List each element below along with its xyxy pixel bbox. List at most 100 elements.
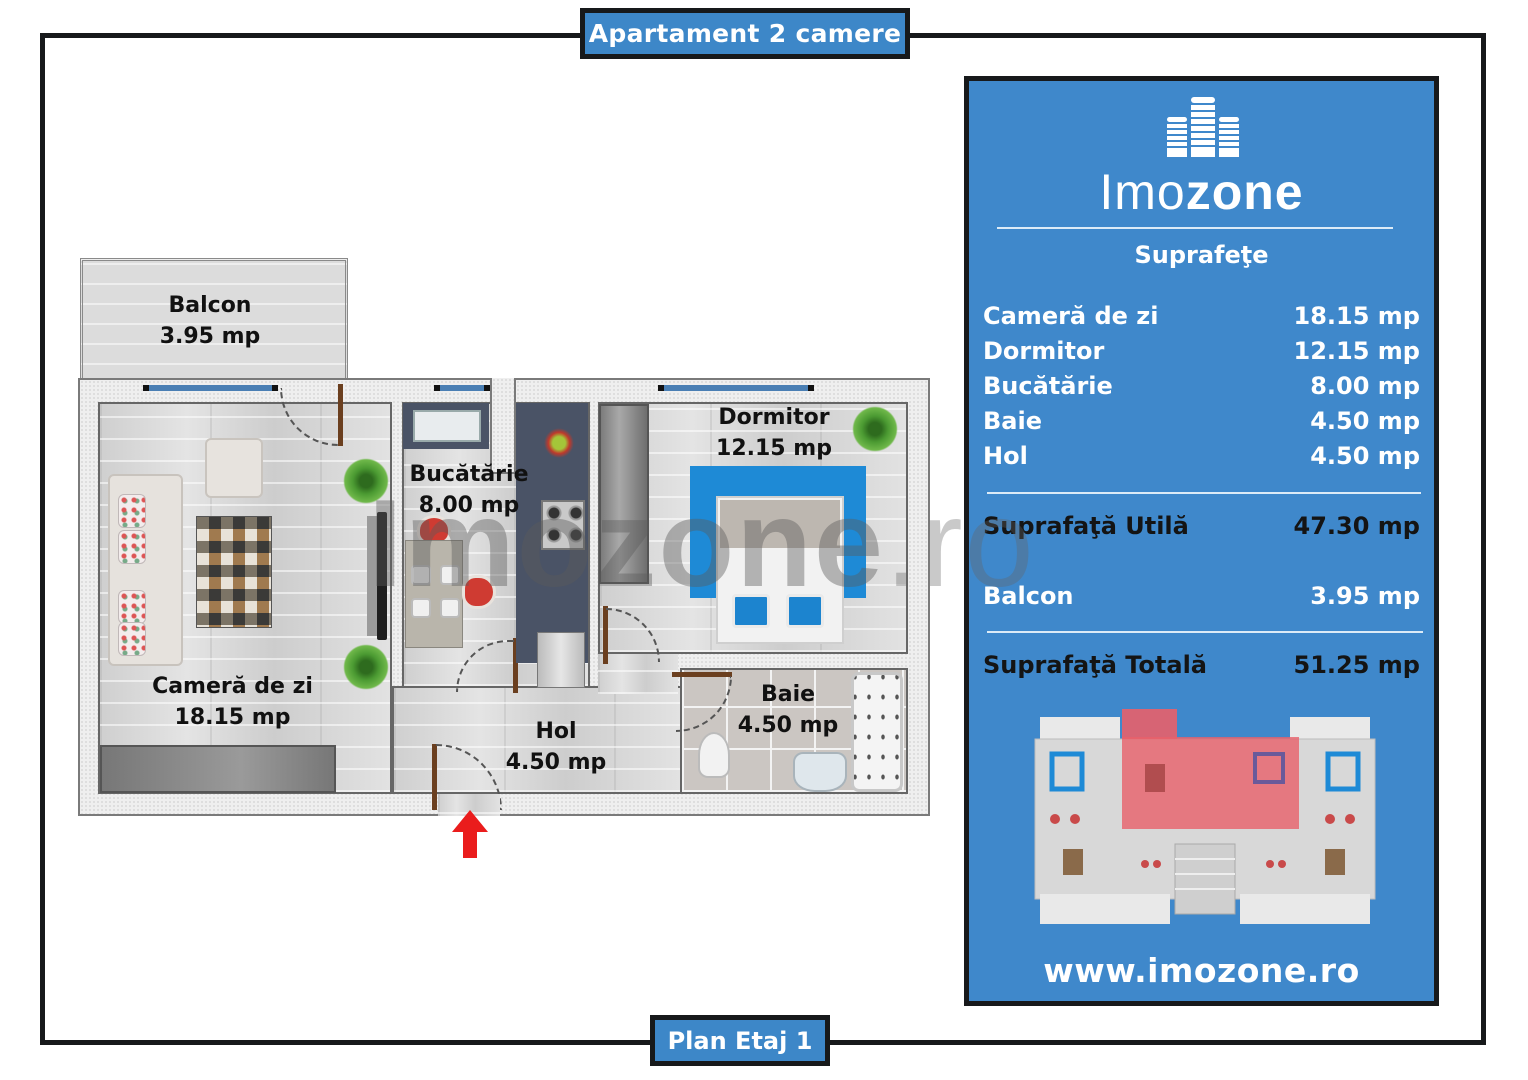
room-label-balcon: Balcon 3.95 mp — [130, 290, 290, 352]
area-value: 4.50 mp — [1310, 407, 1420, 435]
room-label-camera-de-zi: Cameră de zi 18.15 mp — [140, 671, 325, 733]
plant-icon — [343, 644, 389, 690]
fruit-bowl-icon — [544, 428, 574, 458]
room-name: Dormitor — [718, 405, 830, 430]
kitchen-column — [490, 378, 516, 474]
kitchen-door[interactable] — [513, 638, 518, 693]
area-row: Baie 4.50 mp — [983, 404, 1420, 439]
tv-stand — [367, 516, 377, 636]
fridge — [537, 632, 585, 688]
balcony-door[interactable] — [338, 384, 343, 446]
dining-table — [405, 540, 463, 648]
brand-suffix: zone — [1185, 164, 1304, 220]
living-room-rug — [196, 516, 272, 628]
wardrobe — [599, 404, 649, 584]
divider — [987, 492, 1421, 494]
area-row: Dormitor 12.15 mp — [983, 334, 1420, 369]
plate — [440, 565, 460, 585]
divider — [997, 227, 1393, 229]
bathroom-door[interactable] — [672, 672, 732, 677]
area-value: 4.50 mp — [1310, 442, 1420, 470]
plant-icon — [343, 458, 389, 504]
total-area-label: Suprafaţă Totală — [983, 651, 1208, 679]
sofa-pillow — [118, 590, 146, 624]
entrance-door[interactable] — [432, 744, 437, 810]
bedroom-door[interactable] — [603, 606, 608, 664]
area-value: 18.15 mp — [1293, 302, 1420, 330]
room-area: 4.50 mp — [737, 713, 839, 738]
balcony-value: 3.95 mp — [1310, 582, 1420, 610]
room-area: 12.15 mp — [716, 436, 832, 461]
room-name: Hol — [535, 719, 577, 744]
area-value: 8.00 mp — [1310, 372, 1420, 400]
website-link[interactable]: www.imozone.ro — [1043, 951, 1360, 990]
info-panel: Imozone Suprafeţe Cameră de zi 18.15 mp D… — [964, 76, 1439, 1006]
useful-area-row: Suprafaţă Utilă 47.30 mp — [983, 509, 1420, 544]
bed-pillow — [786, 594, 824, 628]
building-location-map — [1025, 709, 1385, 929]
brand-logo: Imozone — [969, 165, 1434, 219]
area-label: Baie — [983, 407, 1042, 435]
room-area: 4.50 mp — [505, 750, 607, 775]
area-label: Cameră de zi — [983, 302, 1159, 330]
toilet — [698, 732, 730, 778]
balcony-label: Balcon — [983, 582, 1074, 610]
window-living — [143, 385, 278, 391]
floor-label: Plan Etaj 1 — [650, 1015, 830, 1066]
room-label-baie: Baie 4.50 mp — [730, 679, 846, 741]
section-title: Suprafeţe — [1134, 241, 1269, 269]
area-value: 12.15 mp — [1293, 337, 1420, 365]
room-label-dormitor: Dormitor 12.15 mp — [700, 402, 848, 464]
total-area: Suprafaţă Totală 51.25 mp — [983, 648, 1420, 683]
tv — [377, 512, 387, 640]
brand-prefix: Imo — [1099, 164, 1186, 220]
area-row: Bucătărie 8.00 mp — [983, 369, 1420, 404]
divider — [987, 631, 1423, 633]
room-label-bucatarie: Bucătărie 8.00 mp — [398, 459, 540, 521]
sofa-pillow — [118, 530, 146, 564]
plant-icon — [852, 406, 898, 452]
area-label: Bucătărie — [983, 372, 1113, 400]
room-label-hol: Hol 4.50 mp — [494, 716, 618, 778]
gas-hob — [541, 500, 585, 550]
living-room-shelf — [100, 745, 336, 793]
room-name: Bucătărie — [409, 462, 529, 487]
window-kitchen — [434, 385, 490, 391]
area-row: Hol 4.50 mp — [983, 439, 1420, 474]
entrance-gap — [438, 794, 500, 816]
area-list: Cameră de zi 18.15 mp Dormitor 12.15 mp Bu… — [983, 299, 1420, 474]
sofa-pillow — [118, 622, 146, 656]
room-name: Cameră de zi — [152, 674, 313, 699]
bed-pillow — [732, 594, 770, 628]
balcony-row: Balcon 3.95 mp — [983, 579, 1420, 614]
page-title: Apartament 2 camere — [580, 8, 910, 59]
area-label: Hol — [983, 442, 1028, 470]
entrance-arrow-icon — [452, 810, 488, 860]
total-area-value: 51.25 mp — [1293, 651, 1420, 679]
plate — [411, 598, 431, 618]
kitchen-sink — [413, 410, 481, 442]
area-label: Dormitor — [983, 337, 1105, 365]
window-bedroom — [658, 385, 814, 391]
room-name: Balcon — [168, 293, 252, 318]
washbasin — [793, 752, 847, 792]
useful-area: Suprafaţă Utilă 47.30 mp — [983, 509, 1420, 544]
armchair — [205, 438, 263, 498]
bathtub — [851, 672, 903, 792]
balcony-area-summary: Balcon 3.95 mp — [983, 579, 1420, 614]
floor-plan: Balcon 3.95 mp Cameră de zi 18.15 mp Buc… — [78, 258, 930, 860]
kitchen-chair — [462, 575, 496, 609]
room-area: 8.00 mp — [418, 493, 520, 518]
sofa-pillow — [118, 494, 146, 528]
plate — [411, 565, 431, 585]
buildings-icon — [1167, 97, 1239, 157]
room-area: 18.15 mp — [174, 705, 291, 730]
plate — [440, 598, 460, 618]
area-row: Cameră de zi 18.15 mp — [983, 299, 1420, 334]
useful-area-value: 47.30 mp — [1293, 512, 1420, 540]
useful-area-label: Suprafaţă Utilă — [983, 512, 1189, 540]
total-area-row: Suprafaţă Totală 51.25 mp — [983, 648, 1420, 683]
room-area: 3.95 mp — [159, 324, 261, 349]
bed-duvet — [720, 500, 840, 548]
room-name: Baie — [760, 682, 816, 707]
